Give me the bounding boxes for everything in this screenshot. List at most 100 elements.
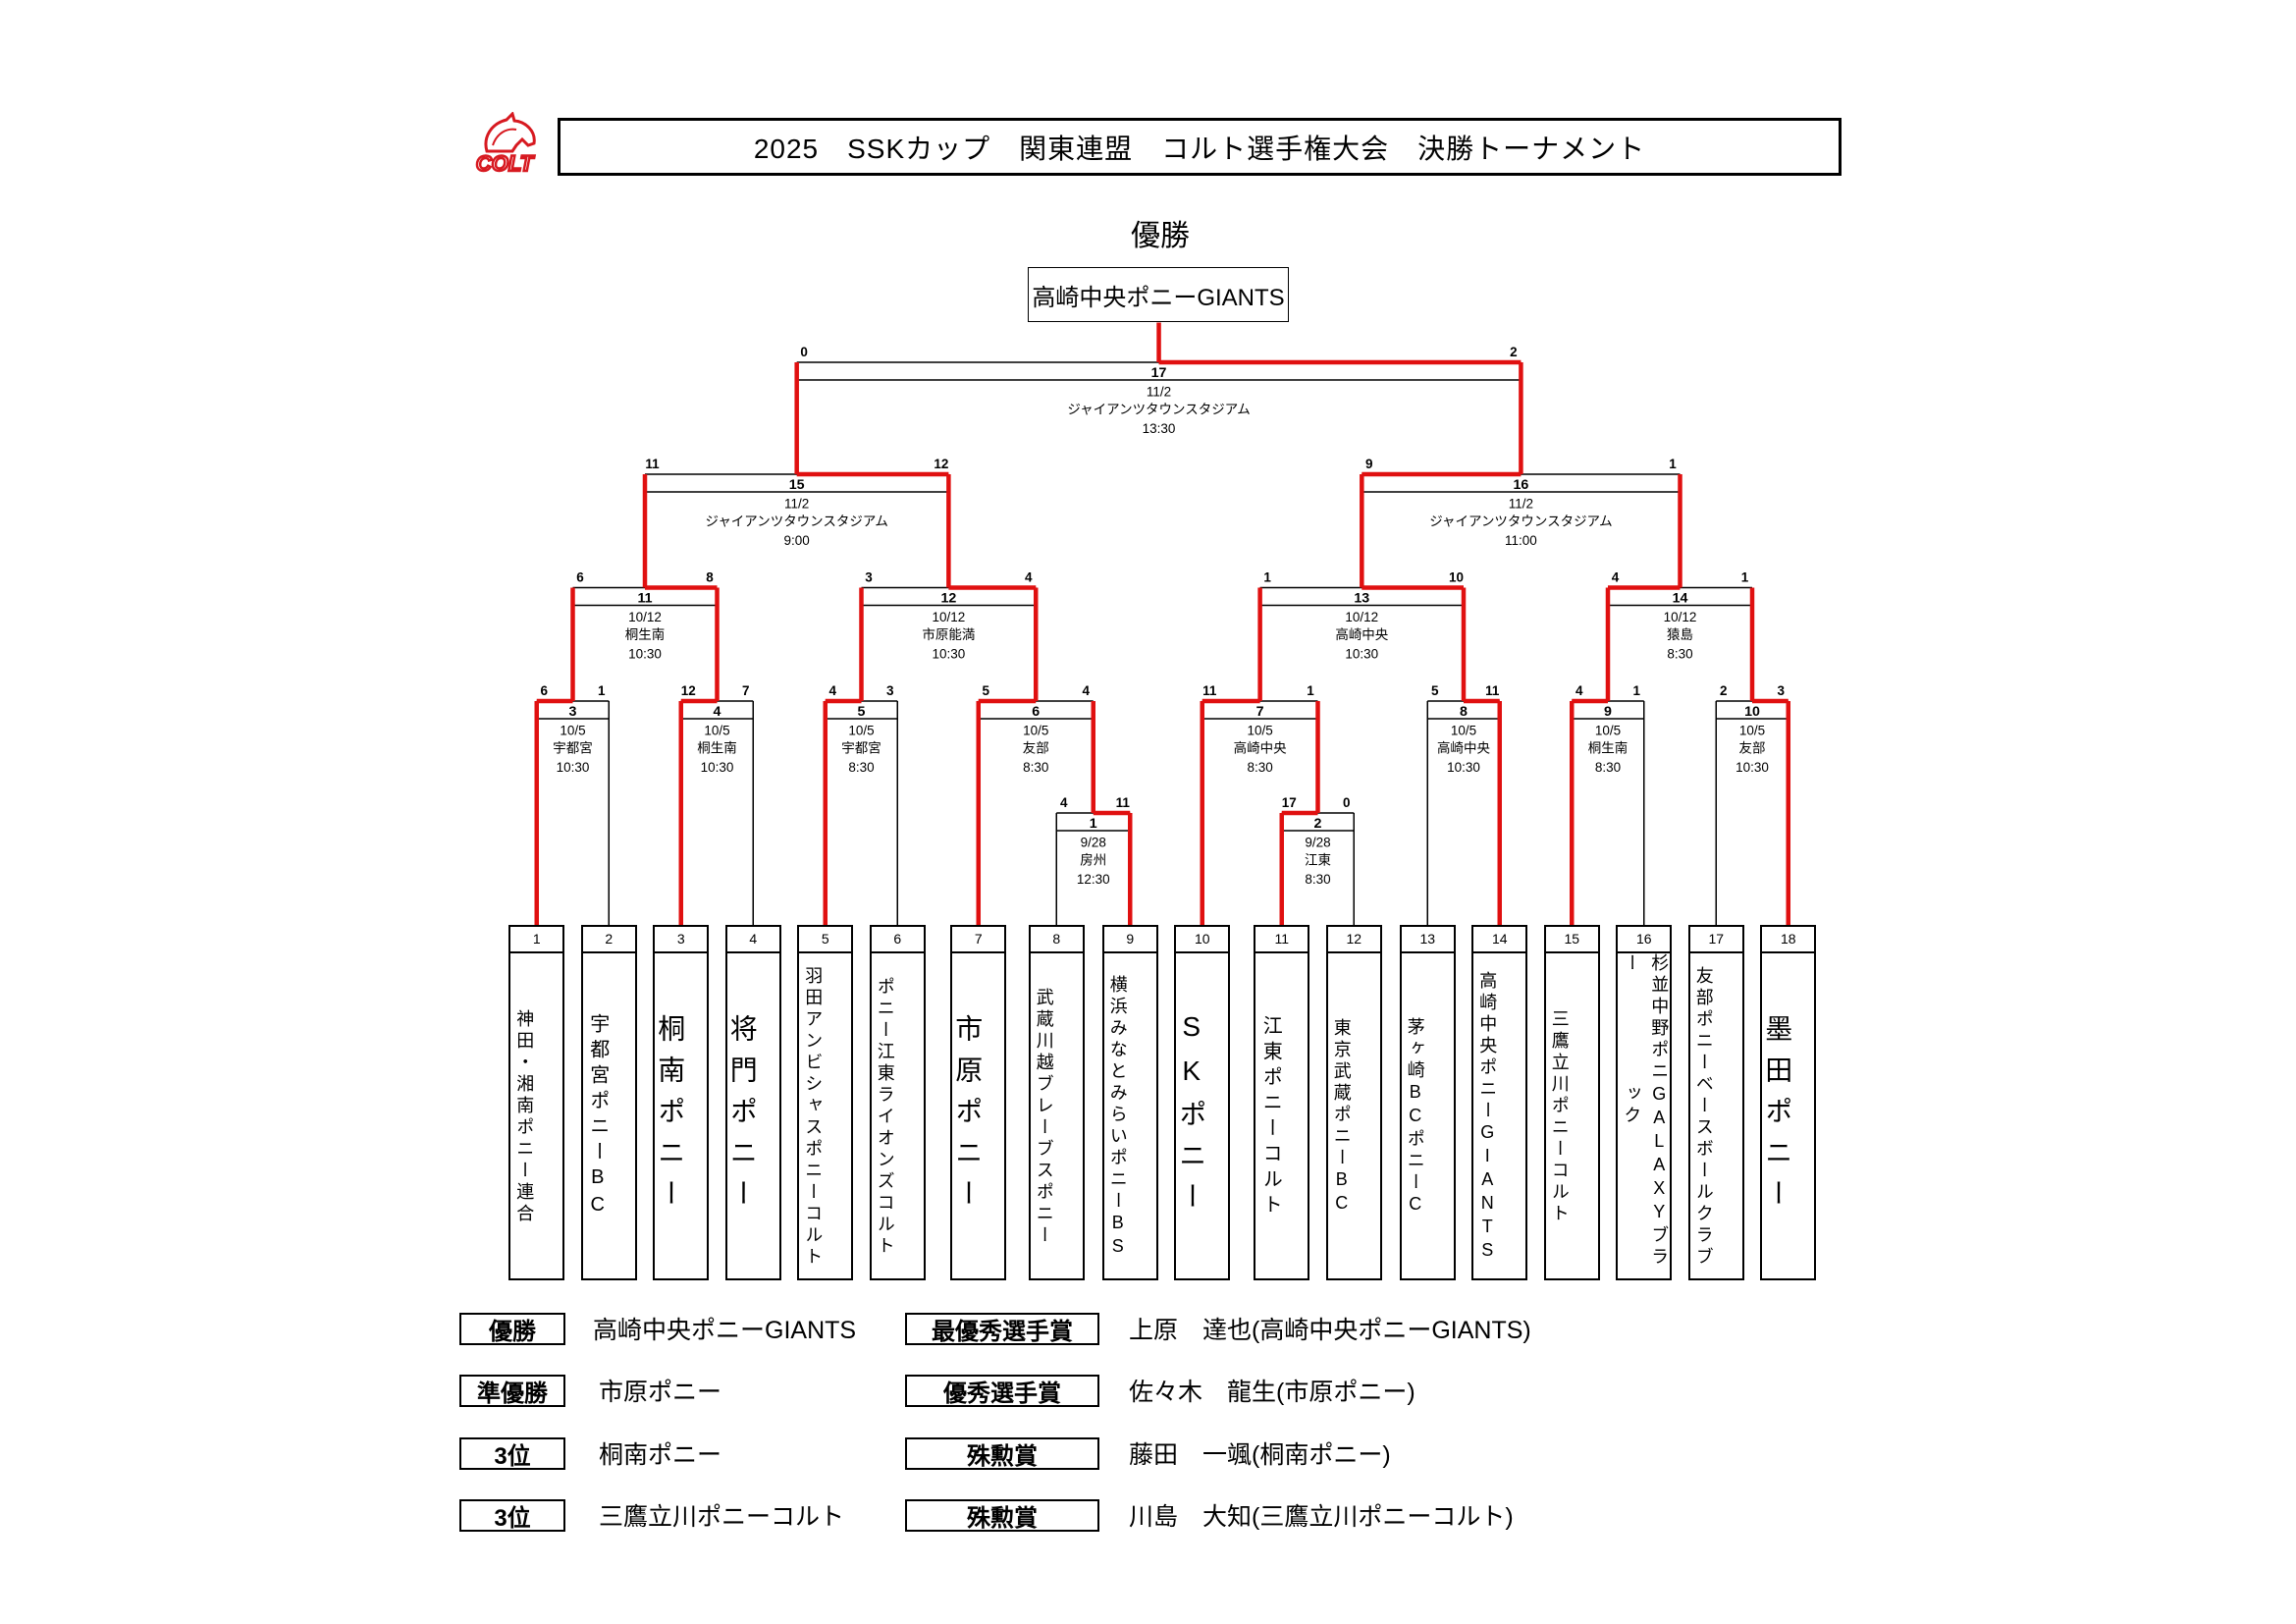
- match-number: 9: [1604, 704, 1612, 720]
- match-time: 8:30: [1023, 760, 1048, 775]
- match-date: 10/5: [560, 723, 585, 737]
- team-number: 10: [1176, 927, 1229, 953]
- team-name-line: 三鷹立川ポニー: [1549, 1008, 1570, 1161]
- match-date: 10/5: [1451, 723, 1476, 737]
- team-name: 茅ヶ崎BCポニーC: [1402, 953, 1429, 1280]
- team-number: 6: [871, 927, 924, 953]
- score-right: 11: [1485, 683, 1500, 698]
- team-name: 宇都宮ポニーBC: [583, 953, 613, 1280]
- award-label: 優秀選手賞: [905, 1375, 1099, 1407]
- team-number: 5: [799, 927, 852, 953]
- team-number: 15: [1545, 927, 1598, 953]
- award-value: 市原ポニー: [599, 1379, 722, 1406]
- score-right: 4: [1025, 569, 1033, 584]
- match-venue: 房州: [1080, 852, 1106, 867]
- award-row-left: 優勝高崎中央ポニーGIANTS: [459, 1313, 1834, 1348]
- match-date: 11/2: [1509, 496, 1533, 511]
- match-number: 11: [637, 590, 652, 606]
- team-box: 2 宇都宮ポニーBC: [580, 925, 637, 1280]
- team-name-line: 東京武蔵ポニーBC: [1331, 1017, 1352, 1217]
- team-number: 8: [1030, 927, 1083, 953]
- match-time: 8:30: [848, 760, 874, 775]
- team-name: 武蔵川越ブレーブスポニー: [1031, 953, 1058, 1280]
- match-venue: 桐生南: [625, 627, 665, 642]
- score-right: 1: [598, 683, 606, 698]
- match-venue: 高崎中央: [1437, 739, 1490, 755]
- team-name: 江東ポニーコルト: [1255, 953, 1285, 1280]
- score-left: 12: [681, 683, 696, 698]
- team-name: 三鷹立川ポニーコルト: [1546, 953, 1574, 1280]
- match-date: 9/28: [1305, 835, 1330, 849]
- match-time: 9:00: [784, 533, 810, 548]
- team-name-line: 墨田ポニー: [1762, 1013, 1793, 1220]
- match-number: 2: [1314, 816, 1322, 832]
- score-left: 0: [800, 345, 807, 359]
- match-venue: 桐生南: [1588, 740, 1628, 755]
- match-number: 8: [1460, 704, 1468, 720]
- score-left: 2: [1720, 683, 1727, 698]
- team-name-line: GALAXYブラック: [1622, 1083, 1670, 1269]
- match-number: 5: [858, 704, 866, 720]
- team-name-line: 横浜みなとみらい: [1107, 974, 1128, 1148]
- score-right: 7: [742, 683, 750, 698]
- team-number: 16: [1618, 927, 1671, 953]
- award-label: 殊勲賞: [905, 1499, 1099, 1532]
- score-right: 12: [934, 457, 948, 471]
- match-venue: 江東: [1305, 852, 1331, 867]
- team-number: 7: [952, 927, 1005, 953]
- match-time: 8:30: [1248, 760, 1273, 775]
- score-right: 11: [1116, 795, 1131, 810]
- team-name-line: 江東ポニーコルト: [1259, 1014, 1282, 1219]
- team-name-line: 将門ポニー: [726, 1013, 758, 1220]
- score-left: 3: [865, 569, 873, 584]
- match-time: 10:30: [933, 646, 966, 661]
- champion-heading: 優勝: [1131, 220, 1190, 252]
- team-number: 2: [582, 927, 635, 953]
- award-label: 3位: [459, 1437, 565, 1470]
- match-date: 10/12: [1345, 610, 1378, 624]
- award-row-right: 殊勲賞 川島 大知(三鷹立川ポニーコルト): [459, 1499, 1834, 1535]
- team-number: 14: [1473, 927, 1526, 953]
- team-name-line: 宇都宮ポニーBC: [586, 1012, 609, 1221]
- team-name-line: 高崎中央ポニー: [1477, 970, 1498, 1122]
- match-number: 6: [1032, 704, 1040, 720]
- match-number: 1: [1090, 816, 1097, 832]
- team-number: 1: [510, 927, 563, 953]
- match-number: 13: [1354, 590, 1369, 606]
- team-number: 17: [1689, 927, 1742, 953]
- team-name: 桐南ポニー: [655, 953, 686, 1280]
- team-name: SKポニー: [1176, 953, 1206, 1280]
- score-left: 1: [1263, 569, 1271, 584]
- match-time: 10:30: [701, 760, 734, 775]
- score-right: 1: [1633, 683, 1641, 698]
- match-number: 3: [569, 704, 577, 720]
- team-name-line: 友部ポニー: [1693, 965, 1714, 1074]
- match-number: 12: [940, 590, 956, 606]
- match-date: 11/2: [784, 496, 809, 511]
- team-name: ポニー江東ライオンズコルト: [872, 953, 899, 1280]
- team-box: 1 神田・湘南ポニー連合: [508, 925, 565, 1280]
- award-value: 上原 達也(高崎中央ポニーGIANTS): [1129, 1317, 1531, 1344]
- score-left: 17: [1282, 795, 1297, 810]
- horse-logo-icon: COLT: [475, 111, 536, 177]
- match-time: 10:30: [628, 646, 662, 661]
- award-row-right: 優秀選手賞佐々木 龍生(市原ポニー): [459, 1375, 1834, 1410]
- team-name: 将門ポニー: [726, 953, 758, 1280]
- champion-team: 高崎中央ポニーGIANTS: [1032, 284, 1285, 311]
- score-left: 6: [576, 569, 584, 584]
- award-label: 優勝: [459, 1313, 565, 1345]
- match-date: 10/12: [628, 610, 662, 624]
- award-row-right: 最優秀選手賞上原 達也(高崎中央ポニーGIANTS): [459, 1313, 1834, 1348]
- award-label: 殊勲賞: [905, 1437, 1099, 1470]
- match-time: 11:00: [1505, 533, 1537, 548]
- team-name-line: 桐南ポニー: [655, 1013, 686, 1220]
- team-name-line: 神田・湘南ポニー連合: [514, 1008, 535, 1225]
- award-value: 川島 大知(三鷹立川ポニーコルト): [1129, 1503, 1514, 1531]
- score-right: 3: [886, 683, 894, 698]
- award-row-left: 準優勝市原ポニー: [459, 1375, 1834, 1410]
